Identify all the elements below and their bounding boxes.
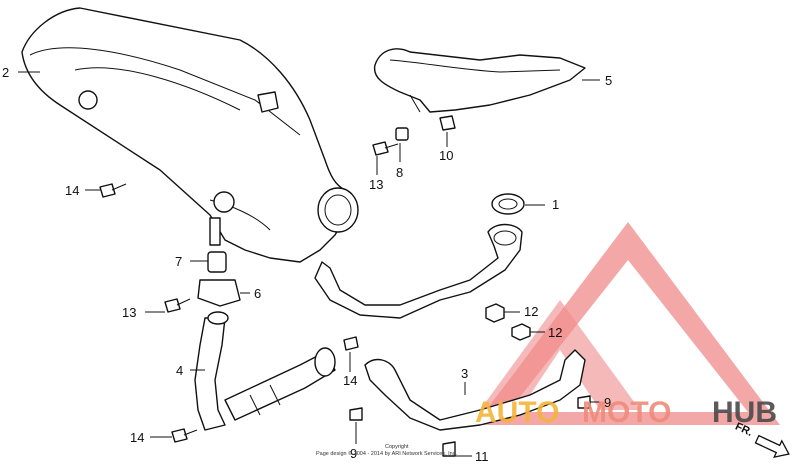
callout-11: 11 (475, 449, 489, 464)
callout-5: 5 (605, 73, 612, 88)
callout-8: 8 (396, 165, 403, 180)
heat-shield-part (373, 48, 586, 113)
muffler-part (21, 7, 359, 263)
callout-14-upper: 14 (65, 183, 79, 198)
watermark-hub: HUB (712, 396, 777, 429)
copyright-line-2: Page design © 2004 - 2014 by ARI Network… (316, 450, 457, 457)
callout-12-lower: 12 (548, 325, 562, 340)
callout-13-upper: 13 (369, 177, 383, 192)
lower-exhaust-pipe-part (364, 349, 586, 431)
callout-9-lower: 9 (350, 446, 357, 461)
watermark-auto: AUTO (475, 396, 559, 429)
callout-1: 1 (552, 197, 559, 212)
callout-14-lower: 14 (130, 430, 144, 445)
bracket-part (372, 115, 456, 156)
watermark-logo (475, 222, 780, 425)
copyright-notice: Copyright Page design © 2004 - 2014 by A… (316, 444, 457, 457)
front-arrow-icon (754, 434, 790, 459)
callout-13-lower: 13 (122, 305, 136, 320)
copyright-line-1: Copyright (385, 444, 409, 450)
callout-9-right: 9 (604, 395, 611, 410)
leader-lines (18, 71, 600, 457)
nut-parts (485, 303, 531, 341)
callout-7: 7 (175, 254, 182, 269)
lower-pipe-part (194, 317, 336, 431)
callout-3: 3 (461, 366, 468, 381)
callout-14-middle: 14 (343, 373, 357, 388)
callout-12-upper: 12 (524, 304, 538, 319)
exhaust-pipe-upper (314, 223, 523, 319)
callout-2: 2 (2, 65, 9, 80)
watermark-text: AUTO MOTO HUB (475, 396, 777, 429)
bolt-parts (99, 183, 591, 457)
callout-10: 10 (439, 148, 453, 163)
gasket-part (491, 193, 525, 215)
watermark-moto: MOTO (582, 396, 671, 429)
callout-6: 6 (254, 286, 261, 301)
callout-4: 4 (176, 363, 183, 378)
mount-parts (197, 251, 241, 325)
callout-labels: 2 5 1 8 10 13 14 7 6 13 12 12 4 14 3 9 1… (2, 65, 612, 464)
